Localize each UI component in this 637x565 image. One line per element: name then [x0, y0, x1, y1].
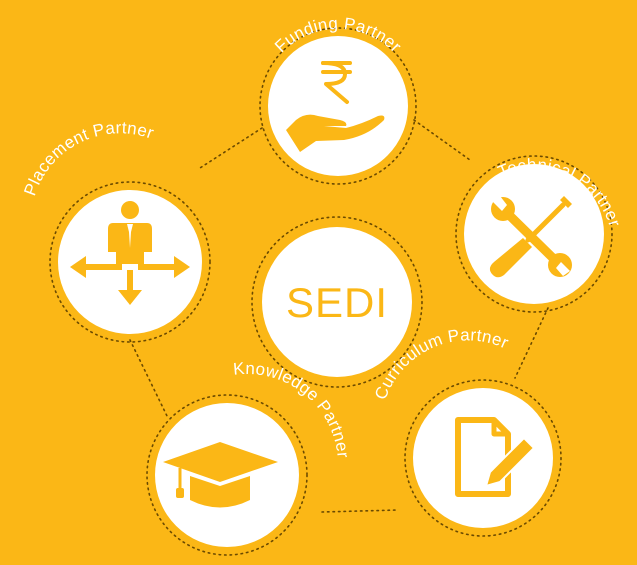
- document-pencil-icon: [455, 417, 536, 497]
- funding-partner-node: Funding Partner: [259, 14, 417, 185]
- center-node: SEDI: [251, 216, 423, 388]
- connector-lines: [129, 119, 549, 513]
- placement-partner-label: Placement Partner: [20, 118, 156, 198]
- funding-circle: [268, 36, 408, 176]
- placement-dotted-ring: [49, 181, 211, 343]
- curriculum-dotted-ring: [404, 379, 562, 537]
- graduation-cap-icon: [163, 442, 278, 508]
- person-arrows-icon: [70, 201, 190, 305]
- wrench-screwdriver-icon: [489, 196, 572, 278]
- svg-text:Placement Partner: Placement Partner: [20, 118, 156, 198]
- rupee-hand-icon: [286, 61, 385, 152]
- knowledge-partner-node: Knowledge Partner: [146, 359, 352, 556]
- center-label: SEDI: [286, 279, 388, 326]
- curriculum-circle: [413, 388, 553, 528]
- center-dotted-ring: [251, 216, 423, 388]
- curriculum-partner-node: Curriculum Partner: [371, 325, 562, 537]
- technical-dotted-ring: [455, 155, 613, 313]
- funding-dotted-ring: [259, 27, 417, 185]
- technical-partner-node: Technical Partner: [455, 155, 624, 313]
- center-circle: [262, 227, 412, 377]
- knowledge-dotted-ring: [146, 394, 308, 556]
- placement-partner-node: Placement Partner: [20, 118, 211, 343]
